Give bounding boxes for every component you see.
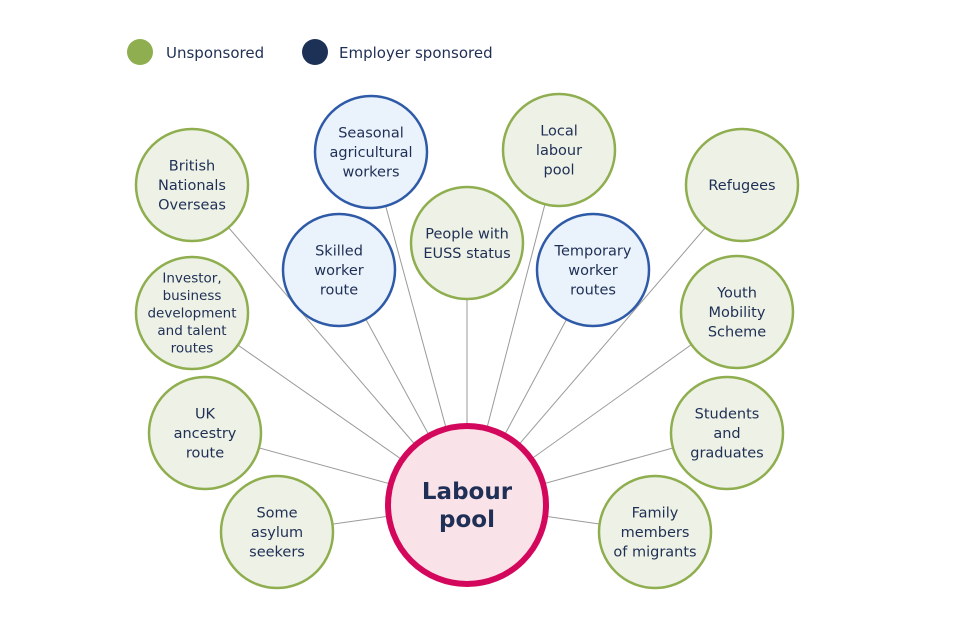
node-temporary-worker-routes: Temporary worker routes	[535, 212, 651, 328]
legend-label-unsponsored: Unsponsored	[166, 44, 264, 62]
node-label: Family members of migrants	[613, 506, 696, 561]
node-circle	[281, 212, 397, 328]
label-line: pool	[544, 163, 575, 179]
label-line: Skilled	[315, 244, 363, 260]
label-line: Overseas	[158, 198, 226, 214]
node-circle	[597, 474, 713, 590]
node-students-and-graduates: Students and graduates	[669, 375, 785, 491]
label-line: UK	[195, 407, 216, 423]
node-label: Temporary worker routes	[554, 244, 632, 299]
node-circle	[501, 92, 617, 208]
node-label: Local labour pool	[536, 124, 582, 179]
label-line: Seasonal	[338, 126, 404, 142]
label-line: worker	[568, 263, 617, 279]
label-line: Family	[632, 506, 679, 522]
node-label: UK ancestry route	[174, 407, 237, 462]
node-uk-ancestry-route: UK ancestry route	[147, 375, 263, 491]
node-circle	[313, 94, 429, 210]
label-line: agricultural	[329, 145, 412, 161]
legend-swatch-unsponsored	[127, 39, 153, 65]
label-line: Scheme	[708, 325, 766, 341]
label-line: Some	[256, 506, 297, 522]
label-line: Nationals	[158, 178, 226, 194]
label-line: graduates	[690, 446, 764, 462]
node-circle	[134, 255, 250, 371]
node-family-members-of-migrants: Family members of migrants	[597, 474, 713, 590]
label-line: ancestry	[174, 426, 237, 442]
node-skilled-worker-route: Skilled worker route	[281, 212, 397, 328]
label-line: routes	[171, 341, 214, 357]
node-label: Seasonal agricultural workers	[329, 126, 412, 181]
node-circle	[219, 474, 335, 590]
label-line: Labour	[422, 479, 513, 505]
label-line: and talent	[157, 323, 226, 339]
label-line: routes	[570, 283, 616, 299]
label-line: labour	[536, 143, 582, 159]
label-line: Temporary	[554, 244, 632, 260]
label-line: workers	[342, 165, 399, 181]
label-line: Investor,	[162, 271, 221, 287]
legend: Unsponsored Employer sponsored	[127, 39, 493, 65]
node-circle	[134, 127, 250, 243]
node-label: Skilled worker route	[314, 244, 363, 299]
label-line: members	[621, 525, 690, 541]
label-line: Youth	[716, 286, 757, 302]
legend-item-employer-sponsored: Employer sponsored	[302, 39, 493, 65]
label-line: Students	[695, 407, 760, 423]
label-line: EUSS status	[423, 246, 510, 262]
legend-swatch-employer-sponsored	[302, 39, 328, 65]
label-line: route	[320, 283, 358, 299]
node-label: Some asylum seekers	[249, 506, 305, 561]
node-circle	[669, 375, 785, 491]
label-line: route	[186, 446, 224, 462]
label-line: Refugees	[708, 178, 775, 194]
node-some-asylum-seekers: Some asylum seekers	[219, 474, 335, 590]
node-circle	[684, 127, 800, 243]
legend-item-unsponsored: Unsponsored	[127, 39, 264, 65]
label-line: asylum	[251, 525, 303, 541]
label-line: worker	[314, 263, 363, 279]
node-circle	[409, 185, 525, 301]
node-refugees: Refugees	[684, 127, 800, 243]
label-line: of migrants	[613, 545, 696, 561]
legend-label-employer-sponsored: Employer sponsored	[339, 44, 493, 62]
node-circle	[147, 375, 263, 491]
label-line: People with	[425, 226, 509, 242]
node-circle	[535, 212, 651, 328]
node-label: Refugees	[708, 178, 775, 194]
label-line: Local	[540, 124, 578, 140]
labour-pool-circle	[385, 423, 549, 587]
label-line: pool	[439, 507, 495, 533]
label-line: Mobility	[709, 305, 766, 321]
node-circle	[679, 254, 795, 370]
label-line: development	[147, 306, 236, 322]
label-line: seekers	[249, 545, 305, 561]
node-label: Students and graduates	[690, 407, 764, 462]
node-seasonal-agricultural-workers: Seasonal agricultural workers	[313, 94, 429, 210]
label-line: and	[713, 426, 740, 442]
label-line: business	[163, 288, 222, 304]
label-line: British	[169, 159, 215, 175]
node-local-labour-pool: Local labour pool	[501, 92, 617, 208]
